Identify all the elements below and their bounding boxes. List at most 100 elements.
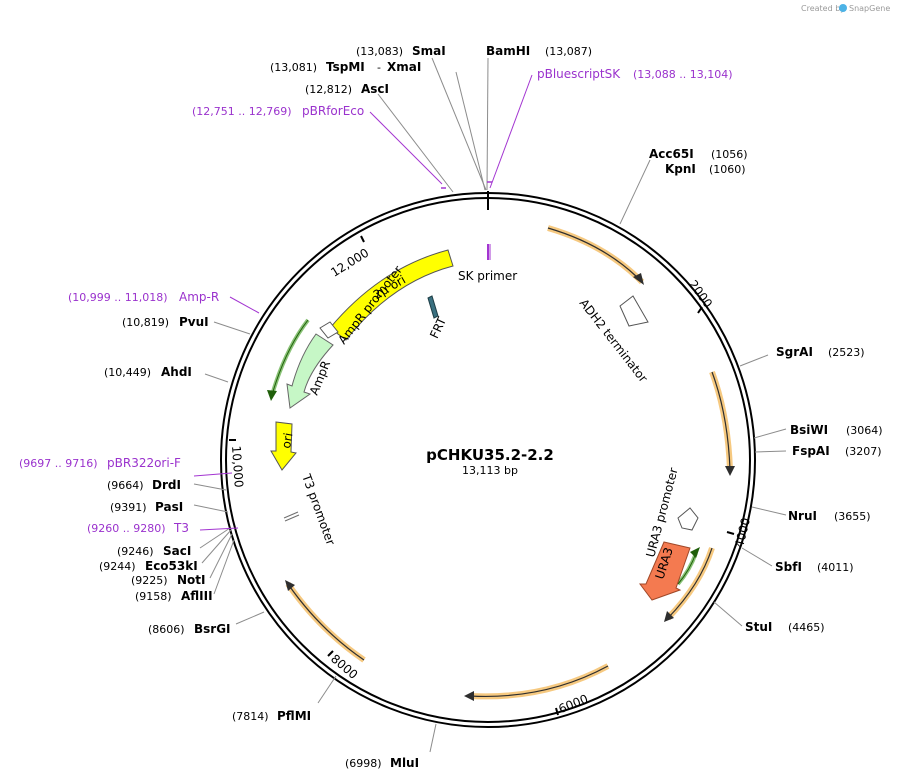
- tspmi-leader: [455, 71, 486, 191]
- xmai-label[interactable]: XmaI: [387, 60, 421, 74]
- sk-primer-label: SK primer: [458, 269, 517, 283]
- bsiwi-label[interactable]: BsiWI: [790, 423, 828, 437]
- bamhi-position: (13,087): [545, 45, 592, 58]
- asci-label[interactable]: AscI: [361, 82, 389, 96]
- pbrforeco-leader: [369, 111, 443, 185]
- tspmi-separator: -: [377, 61, 381, 74]
- fspai-label[interactable]: FspAI: [792, 444, 830, 458]
- noti-leader: [209, 533, 233, 579]
- sgrai-position: (2523): [828, 346, 865, 359]
- ampr-feature: [286, 333, 334, 409]
- stui-leader: [713, 601, 743, 627]
- nrui-leader: [751, 506, 787, 516]
- frt-feature: [427, 295, 439, 319]
- pbluescriptsk-leader: [489, 74, 533, 189]
- tick-mark: [555, 707, 559, 716]
- t3-promoter-mark: [283, 511, 299, 519]
- kpni-label[interactable]: KpnI: [665, 162, 696, 176]
- tick-label: 12,000: [328, 246, 371, 280]
- ampr-primer-range: (10,999 .. 11,018): [68, 291, 168, 304]
- pflmi-label[interactable]: PflMI: [277, 709, 311, 723]
- acc65i-position: (1056): [711, 148, 748, 161]
- mlui-label[interactable]: MluI: [390, 756, 419, 770]
- orf-arrowhead: [725, 466, 735, 476]
- t3-range: (9260 .. 9280): [87, 522, 166, 535]
- tick-mark: [726, 531, 735, 535]
- orf-arc-line: [711, 371, 731, 471]
- enzyme-leaders: [193, 57, 787, 753]
- features: 2μ ori AmpR promoter AmpR ori FRT SK pri…: [270, 244, 699, 601]
- smai-position: (13,083): [356, 45, 403, 58]
- orf-arrowhead: [464, 691, 474, 701]
- orf-arc-line: [547, 227, 643, 283]
- stui-position: (4465): [788, 621, 825, 634]
- sbfi-leader: [741, 547, 773, 567]
- drdi-leader: [193, 483, 227, 491]
- saci-label[interactable]: SacI: [163, 544, 191, 558]
- afliii-label[interactable]: AflIII: [181, 589, 213, 603]
- pbluescriptsk-range: (13,088 .. 13,104): [633, 68, 733, 81]
- sbfi-label[interactable]: SbfI: [775, 560, 802, 574]
- plasmid-name: pCHKU35.2-2.2: [426, 446, 554, 464]
- pbr322ori-label[interactable]: pBR322ori-F: [107, 456, 181, 470]
- ahdi-leader: [204, 373, 229, 383]
- noti-position: (9225): [131, 574, 168, 587]
- pvui-position: (10,819): [122, 316, 169, 329]
- t3-label[interactable]: T3: [173, 521, 189, 535]
- t3-promoter-mark-2: [284, 514, 300, 522]
- orf-arrowhead: [285, 580, 295, 591]
- two-mu-ori-feature: [329, 249, 454, 341]
- drdi-position: (9664): [107, 479, 144, 492]
- acc65i-label[interactable]: Acc65I: [649, 147, 694, 161]
- pbrforeco-range: (12,751 .. 12,769): [192, 105, 292, 118]
- pbr322ori-leader: [193, 472, 233, 477]
- pasi-position: (9391): [110, 501, 147, 514]
- pvui-leader: [213, 321, 251, 335]
- nrui-position: (3655): [834, 510, 871, 523]
- orf-arc: [709, 370, 733, 471]
- primer-leaders: [193, 74, 533, 531]
- pbluescriptsk-label[interactable]: pBluescriptSK: [537, 67, 621, 81]
- pasi-label[interactable]: PasI: [155, 500, 183, 514]
- noti-label[interactable]: NotI: [177, 573, 206, 587]
- mlui-leader: [429, 723, 437, 753]
- pbrforeco-label[interactable]: pBRforEco: [302, 104, 364, 118]
- smai-leader: [431, 57, 487, 191]
- ahdi-label[interactable]: AhdI: [161, 365, 192, 379]
- fspai-leader: [754, 450, 787, 453]
- pflmi-leader: [317, 675, 337, 704]
- credit-brand: SnapGene: [849, 4, 890, 13]
- smai-label[interactable]: SmaI: [412, 44, 446, 58]
- ampr-promoter-feature: [319, 321, 339, 339]
- orf-arc-line: [667, 547, 713, 619]
- saci-position: (9246): [117, 545, 154, 558]
- bamhi-label[interactable]: BamHI: [486, 44, 530, 58]
- ura3-feature: [639, 541, 691, 601]
- frt-label: FRT: [427, 314, 449, 340]
- drdi-label[interactable]: DrdI: [152, 478, 181, 492]
- tspmi-label[interactable]: TspMI: [326, 60, 365, 74]
- pvui-label[interactable]: PvuI: [179, 315, 209, 329]
- eco53ki-position: (9244): [99, 560, 136, 573]
- pasi-leader: [193, 504, 229, 513]
- ampr-promoter-label: AmpR promoter: [335, 263, 405, 347]
- fspai-position: (3207): [845, 445, 882, 458]
- orf-arc: [547, 225, 645, 285]
- bsrgi-label[interactable]: BsrGI: [194, 622, 231, 636]
- bsiwi-leader: [753, 428, 787, 439]
- sbfi-position: (4011): [817, 561, 854, 574]
- eco53ki-label[interactable]: Eco53kI: [145, 559, 198, 573]
- sgrai-label[interactable]: SgrAI: [776, 345, 813, 359]
- nrui-label[interactable]: NruI: [788, 509, 817, 523]
- afliii-position: (9158): [135, 590, 172, 603]
- ura3-promoter-feature: [677, 507, 699, 531]
- plasmid-length: 13,113 bp: [462, 464, 518, 477]
- tick-mark: [360, 235, 365, 243]
- ahdi-position: (10,449): [104, 366, 151, 379]
- pbr322ori-range: (9697 .. 9716): [19, 457, 98, 470]
- stui-label[interactable]: StuI: [745, 620, 772, 634]
- bsiwi-position: (3064): [846, 424, 883, 437]
- ori-feature: [270, 421, 297, 471]
- ampr-primer-label[interactable]: Amp-R: [179, 290, 219, 304]
